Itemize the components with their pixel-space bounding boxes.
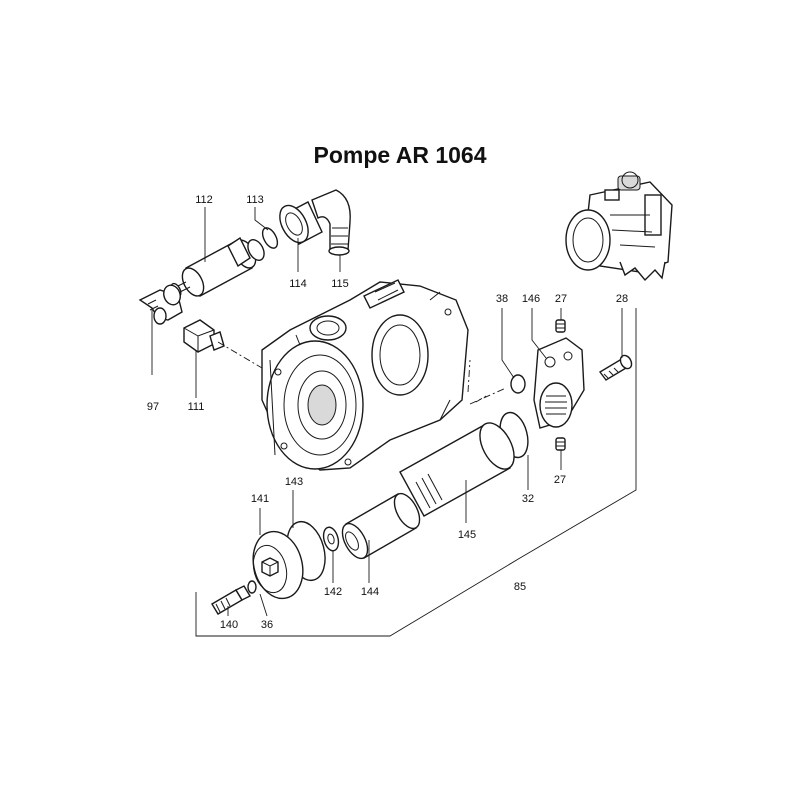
part-111-fitting [183, 319, 225, 353]
part-27-screw-bottom [555, 437, 566, 451]
callout-36: 36 [261, 619, 273, 631]
callout-114: 114 [289, 278, 307, 290]
pump-overview-illustration [565, 171, 673, 282]
callout-146: 146 [522, 293, 540, 305]
center-lines [217, 341, 507, 405]
part-141-cover [252, 530, 304, 600]
callout-111: 111 [188, 401, 205, 413]
part-115-elbow [311, 189, 351, 256]
callout-142: 142 [324, 586, 342, 598]
callout-97: 97 [147, 401, 159, 413]
part-36-washer [247, 580, 257, 594]
callout-85: 85 [514, 581, 526, 593]
part-28-bolt [598, 354, 633, 381]
callout-112: 112 [195, 194, 213, 206]
part-144-piston [341, 492, 421, 560]
part-114-nut [279, 201, 323, 245]
callout-115: 115 [331, 278, 349, 290]
callout-113: 113 [246, 194, 264, 206]
part-38-o-ring [510, 374, 526, 394]
callout-27-bottom: 27 [554, 474, 566, 486]
part-140-bolt [211, 585, 251, 615]
callout-38: 38 [496, 293, 508, 305]
diagram-title: Pompe AR 1064 [313, 142, 487, 168]
callout-141: 141 [251, 493, 269, 505]
callout-27-top: 27 [555, 293, 567, 305]
leader-lines [151, 207, 637, 637]
part-146-valve-body [533, 337, 585, 429]
callout-143: 143 [285, 476, 303, 488]
callout-28: 28 [616, 293, 628, 305]
part-97-elbow-fitting [138, 284, 183, 325]
part-145-cylinder-liner [399, 422, 515, 517]
part-142-washer [322, 526, 340, 552]
callout-144: 144 [361, 586, 379, 598]
callout-145: 145 [458, 529, 476, 541]
part-113-o-ring [261, 227, 279, 249]
part-112-cylinder [170, 236, 265, 298]
callout-labels: 112 113 114 115 97 111 38 146 27 28 32 2… [147, 194, 628, 631]
callout-32: 32 [522, 493, 534, 505]
pump-housing [261, 279, 469, 471]
callout-140: 140 [220, 619, 238, 631]
part-27-screw-top [555, 319, 566, 333]
